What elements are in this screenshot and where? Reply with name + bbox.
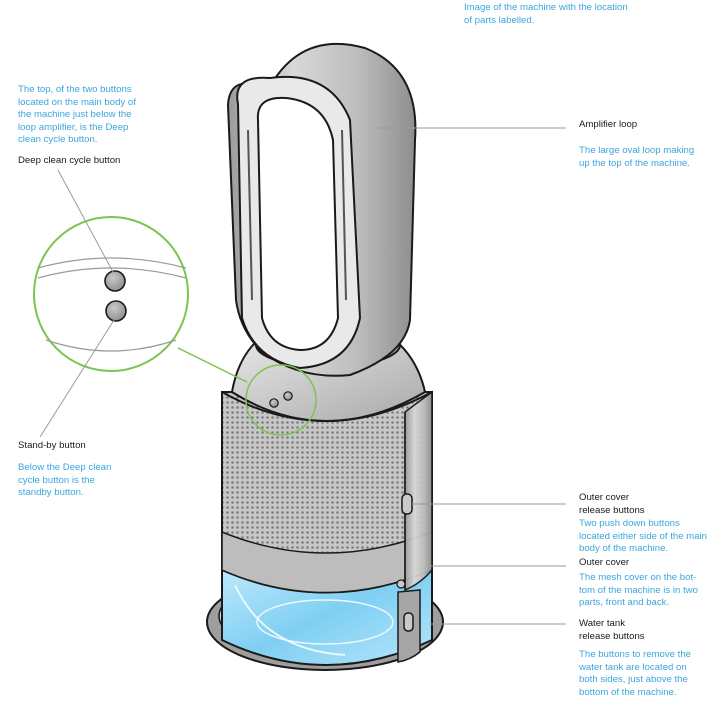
diagram-description: Image of the machine with the location o…	[464, 2, 628, 26]
deep-clean-button-small[interactable]	[283, 391, 293, 401]
outer-cover-release-label: Outer cover release buttons	[579, 492, 645, 516]
amplifier-loop	[226, 42, 417, 377]
magnifier-callout	[33, 216, 317, 436]
standby-label: Stand-by button	[18, 440, 86, 451]
outer-cover-label: Outer cover	[579, 557, 630, 568]
outer-cover-description: The mesh cover on the bot- tom of the ma…	[579, 572, 698, 609]
outer-cover-screw	[396, 579, 406, 589]
water-tank-release-description: The buttons to remove the water tank are…	[579, 649, 691, 698]
standby-description: Below the Deep clean cycle button is the…	[18, 462, 112, 499]
leader-lines	[39, 127, 566, 625]
amplifier-loop-label: Amplifier loop	[579, 119, 638, 130]
water-tank-release-label: Water tank release buttons	[579, 618, 645, 642]
standby-button-small[interactable]	[269, 398, 279, 408]
deep-clean-description: The top, of the two buttons located on t…	[18, 84, 136, 146]
outer-cover-release-description: Two push down buttons located either sid…	[579, 518, 707, 555]
amplifier-loop-description: The large oval loop making up the top of…	[579, 145, 695, 169]
deep-clean-cycle-button[interactable]	[104, 270, 126, 292]
water-tank-release-button[interactable]	[403, 612, 414, 632]
deep-clean-label: Deep clean cycle button	[18, 155, 121, 166]
standby-button[interactable]	[105, 300, 127, 322]
outer-cover-release-button[interactable]	[401, 493, 413, 515]
